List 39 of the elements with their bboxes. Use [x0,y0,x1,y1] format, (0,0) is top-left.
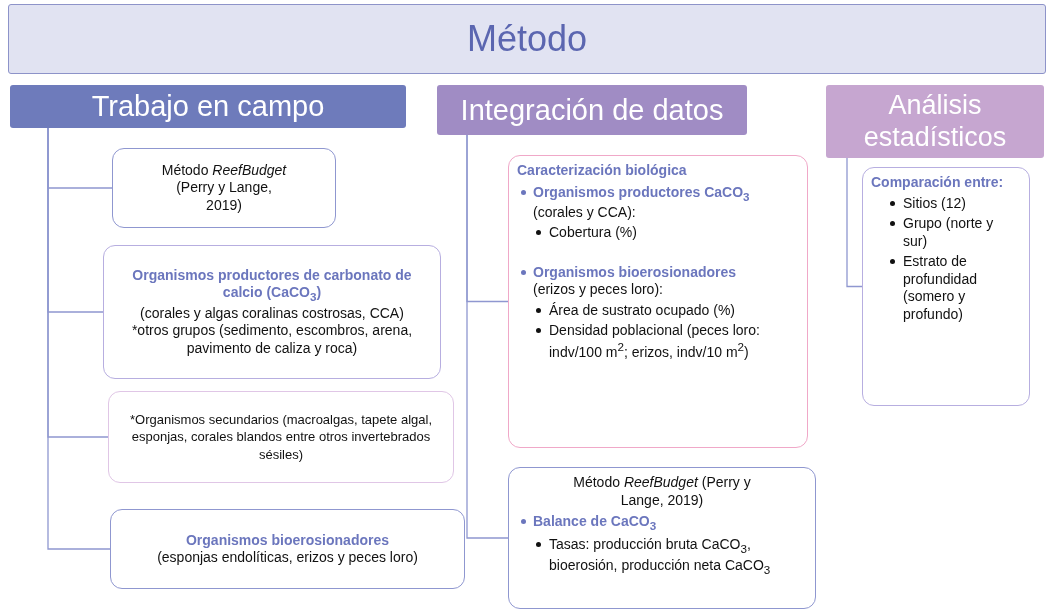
process-box [108,391,454,483]
process-box [508,467,816,609]
process-box [112,148,336,228]
process-box [110,509,465,589]
connector-line [846,157,863,288]
process-box [103,245,441,379]
bullet-text: Organismos bioerosionadores [533,263,737,280]
bullet-text: Área de sustrato ocupado (%) [549,301,735,318]
box-text: *otros grupos (sedimento, escombros, arena, pavimento de caliza y roca) [131,322,413,356]
bullet-text: Cobertura (%) [549,224,637,241]
section-header [10,85,406,128]
box-text: (erizos y peces loro): [533,281,663,298]
title-banner [8,4,1046,74]
process-box [862,167,1030,406]
process-box [508,155,808,448]
bullet-text: Grupo (norte y sur) [903,215,994,249]
section-header [826,85,1044,158]
connector-line [466,134,509,539]
box-text: Método ReefBudget (Perry y Lange, 2019) [161,161,287,213]
box-heading: Comparación entre: [871,174,1004,190]
box-heading: Caracterización biológica [517,162,687,178]
section-header [437,85,747,135]
bullet-text: Estrato de profundidad (somero y profundo) [903,253,977,322]
section-title: Trabajo en campo [91,90,325,122]
bullet-text: Balance de CaCO$_{3}$ [533,513,657,529]
section-title: Integración de datos [460,93,724,126]
bullet-text: Tasas: producción bruta CaCO$_{3}$, bioerosión, producción neta CaCO$_{3}$ [549,536,771,573]
box-text: *Organismos secundarios (macroalgas, tapete algal, esponjas, corales blandos entre otros invertebrados sésiles) [129,411,432,462]
box-text: (corales y CCA): [533,203,636,220]
bullet-text: Sitios (12) [903,194,967,211]
bullet-text: Densidad poblacional (peces loro: indv/100 m$^{2}$; erizos, indv/10 m$^{2}$) [549,322,760,360]
box-heading: Organismos bioerosionadores [185,531,390,548]
box-text: (corales y algas coralinas costrosas, CCA) [140,304,404,321]
bullet-text: Organismos productores CaCO$_{3}$ [533,183,750,200]
box-text: Método ReefBudget (Perry y Lange, 2019) [573,474,751,508]
box-text: (esponjas endolíticas, erizos y peces loro) [157,549,418,565]
box-heading: Organismos productores de carbonato de calcio (CaCO$_{3}$) [132,266,412,301]
title: Método [466,18,588,59]
section-title: Análisis estadísticos [863,90,1007,152]
